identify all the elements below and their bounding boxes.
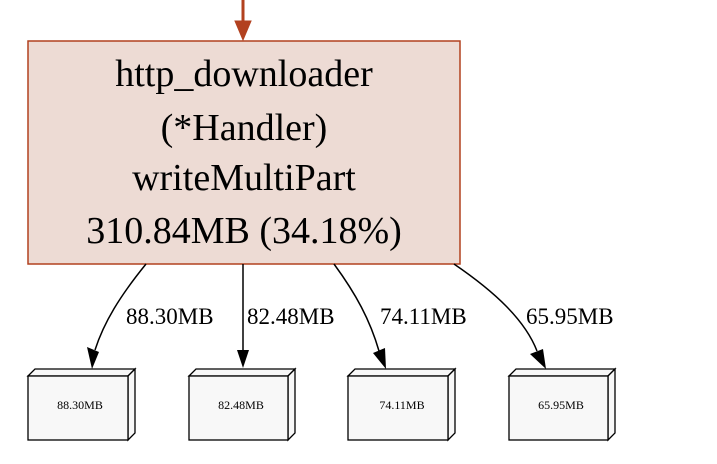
edge-3-label: 74.11MB	[380, 304, 467, 329]
child-node-3[interactable]: 74.11MB	[346, 367, 457, 442]
edge-4[interactable]: 65.95MB	[453, 263, 614, 369]
child-node-4-label: 65.95MB	[538, 398, 584, 412]
main-node-receiver: (*Handler)	[161, 107, 328, 149]
incoming-edge	[234, 0, 252, 42]
child-node-3-label: 74.11MB	[379, 398, 424, 412]
edge-4-label: 65.95MB	[526, 304, 614, 329]
edge-3[interactable]: 74.11MB	[333, 263, 467, 369]
edge-1[interactable]: 88.30MB	[87, 263, 214, 369]
main-node-value: 310.84MB (34.18%)	[86, 210, 402, 252]
edge-2[interactable]: 82.48MB	[237, 264, 335, 368]
main-node-package: http_downloader	[115, 53, 373, 95]
child-node-1-label: 88.30MB	[57, 398, 103, 412]
child-node-2-label: 82.48MB	[218, 398, 264, 412]
main-node[interactable]: http_downloader (*Handler) writeMultiPar…	[27, 40, 461, 265]
main-node-function: writeMultiPart	[132, 157, 356, 199]
child-node-4[interactable]: 65.95MB	[507, 367, 617, 442]
child-node-2[interactable]: 82.48MB	[187, 367, 297, 442]
child-node-1[interactable]: 88.30MB	[26, 367, 137, 442]
main-node-box	[27, 40, 461, 265]
edge-1-label: 88.30MB	[126, 304, 214, 329]
edge-2-label: 82.48MB	[247, 304, 335, 329]
